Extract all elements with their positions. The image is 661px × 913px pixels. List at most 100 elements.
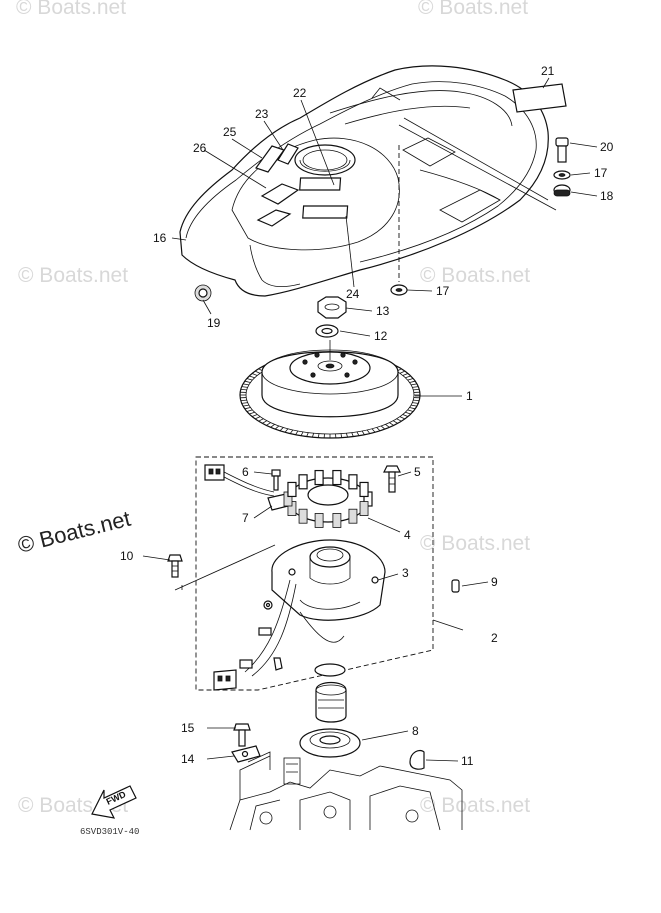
gear-tooth: [262, 420, 268, 424]
bracket-bolt: [231, 723, 261, 763]
stator-pole: [348, 474, 358, 490]
gear-tooth: [240, 399, 247, 402]
stator-pole: [348, 508, 358, 524]
callout-15: 15: [181, 721, 195, 735]
stator-pole: [298, 474, 308, 490]
gear-tooth: [246, 378, 253, 381]
magneto-plate: [299, 728, 361, 758]
gear-tooth: [306, 432, 309, 437]
gear-tooth: [402, 373, 409, 376]
connector-plug: [204, 464, 275, 497]
gear-tooth: [371, 428, 376, 433]
gear-tooth: [413, 399, 420, 402]
flywheel-cover: [179, 65, 567, 297]
stator-pole: [332, 469, 342, 486]
callout-13: 13: [376, 304, 390, 318]
callout-labels: 1 2 3 4 5 6 7 8 9 10 11 12 13 14 15 16 1…: [120, 64, 614, 768]
callout-25: 25: [223, 125, 237, 139]
callout-17-lower: 17: [436, 284, 450, 298]
stator-coil: [283, 469, 373, 528]
gear-tooth: [300, 431, 304, 436]
callout-21: 21: [541, 64, 555, 78]
gear-tooth: [242, 383, 249, 386]
gear-tooth: [241, 386, 248, 388]
watermark: © Boats.net: [420, 794, 530, 817]
wire-harness: [213, 579, 345, 691]
gear-tooth: [407, 409, 414, 412]
callout-17-upper: 17: [594, 166, 608, 180]
gear-tooth: [405, 375, 411, 379]
featured-watermark: © Boats.net: [15, 506, 133, 558]
stator-pole: [314, 469, 324, 486]
base-bolt: [167, 544, 276, 591]
gear-tooth: [411, 383, 418, 386]
drawing-code: 6SVD301V-40: [80, 827, 139, 837]
callout-23: 23: [255, 107, 269, 121]
gear-tooth: [412, 386, 419, 388]
gear-tooth: [396, 418, 402, 422]
gear-tooth: [251, 373, 258, 376]
gear-tooth: [356, 431, 360, 436]
gear-tooth: [317, 433, 320, 438]
callout-11: 11: [461, 754, 474, 768]
stator-pole: [287, 481, 297, 498]
flywheel-nut-washer: [315, 296, 347, 338]
gear-tooth: [346, 433, 348, 438]
gear-tooth: [255, 370, 261, 374]
stator-bolt: [383, 465, 401, 493]
stator-pole: [314, 513, 324, 528]
gear-tooth: [389, 422, 394, 426]
gear-tooth: [284, 428, 289, 433]
watermark: © Boats.net: [418, 0, 528, 19]
callout-10: 10: [120, 549, 134, 563]
stator-pole: [359, 501, 369, 516]
gear-tooth: [266, 422, 271, 426]
gear-tooth: [361, 430, 365, 435]
gear-tooth: [270, 424, 275, 428]
gear-tooth: [240, 388, 247, 391]
callout-7: 7: [242, 511, 249, 525]
gear-tooth: [244, 407, 251, 410]
gear-tooth: [407, 378, 414, 381]
gear-tooth: [249, 375, 255, 379]
gear-tooth: [376, 427, 381, 432]
gear-tooth: [409, 380, 416, 383]
stator-pole: [298, 508, 308, 524]
watermark: © Boats.net: [420, 264, 530, 287]
gear-tooth: [405, 411, 411, 415]
engine-block: [229, 755, 463, 831]
gear-tooth: [251, 414, 258, 417]
callout-18: 18: [600, 189, 614, 203]
gear-tooth: [413, 388, 420, 391]
callout-26: 26: [193, 141, 207, 155]
callout-22: 22: [293, 86, 307, 100]
pin: [451, 579, 460, 593]
gear-tooth: [366, 429, 371, 434]
small-screw: [267, 469, 289, 511]
callout-6: 6: [242, 465, 249, 479]
callout-19: 19: [207, 316, 221, 330]
woodruff-key: [409, 749, 425, 770]
gear-tooth: [312, 433, 314, 438]
gear-tooth: [409, 407, 416, 410]
gear-tooth: [392, 420, 398, 424]
callout-12: 12: [374, 329, 388, 343]
callout-20: 20: [600, 140, 614, 154]
cover-fasteners: [194, 137, 571, 302]
gear-tooth: [385, 424, 390, 428]
gear-tooth: [402, 414, 409, 417]
watermark: © Boats.net: [18, 264, 128, 287]
watermark: © Boats.net: [16, 0, 126, 19]
gear-tooth: [399, 416, 405, 420]
gear-tooth: [244, 380, 251, 383]
gear-tooth: [351, 432, 354, 437]
gear-tooth: [295, 430, 299, 435]
flywheel: [239, 340, 421, 439]
watermark: © Boats.net: [420, 532, 530, 555]
gear-tooth: [289, 429, 294, 434]
callout-4: 4: [404, 528, 411, 542]
gear-tooth: [246, 409, 253, 412]
gear-tooth: [412, 402, 419, 404]
stator-pole: [359, 481, 369, 498]
